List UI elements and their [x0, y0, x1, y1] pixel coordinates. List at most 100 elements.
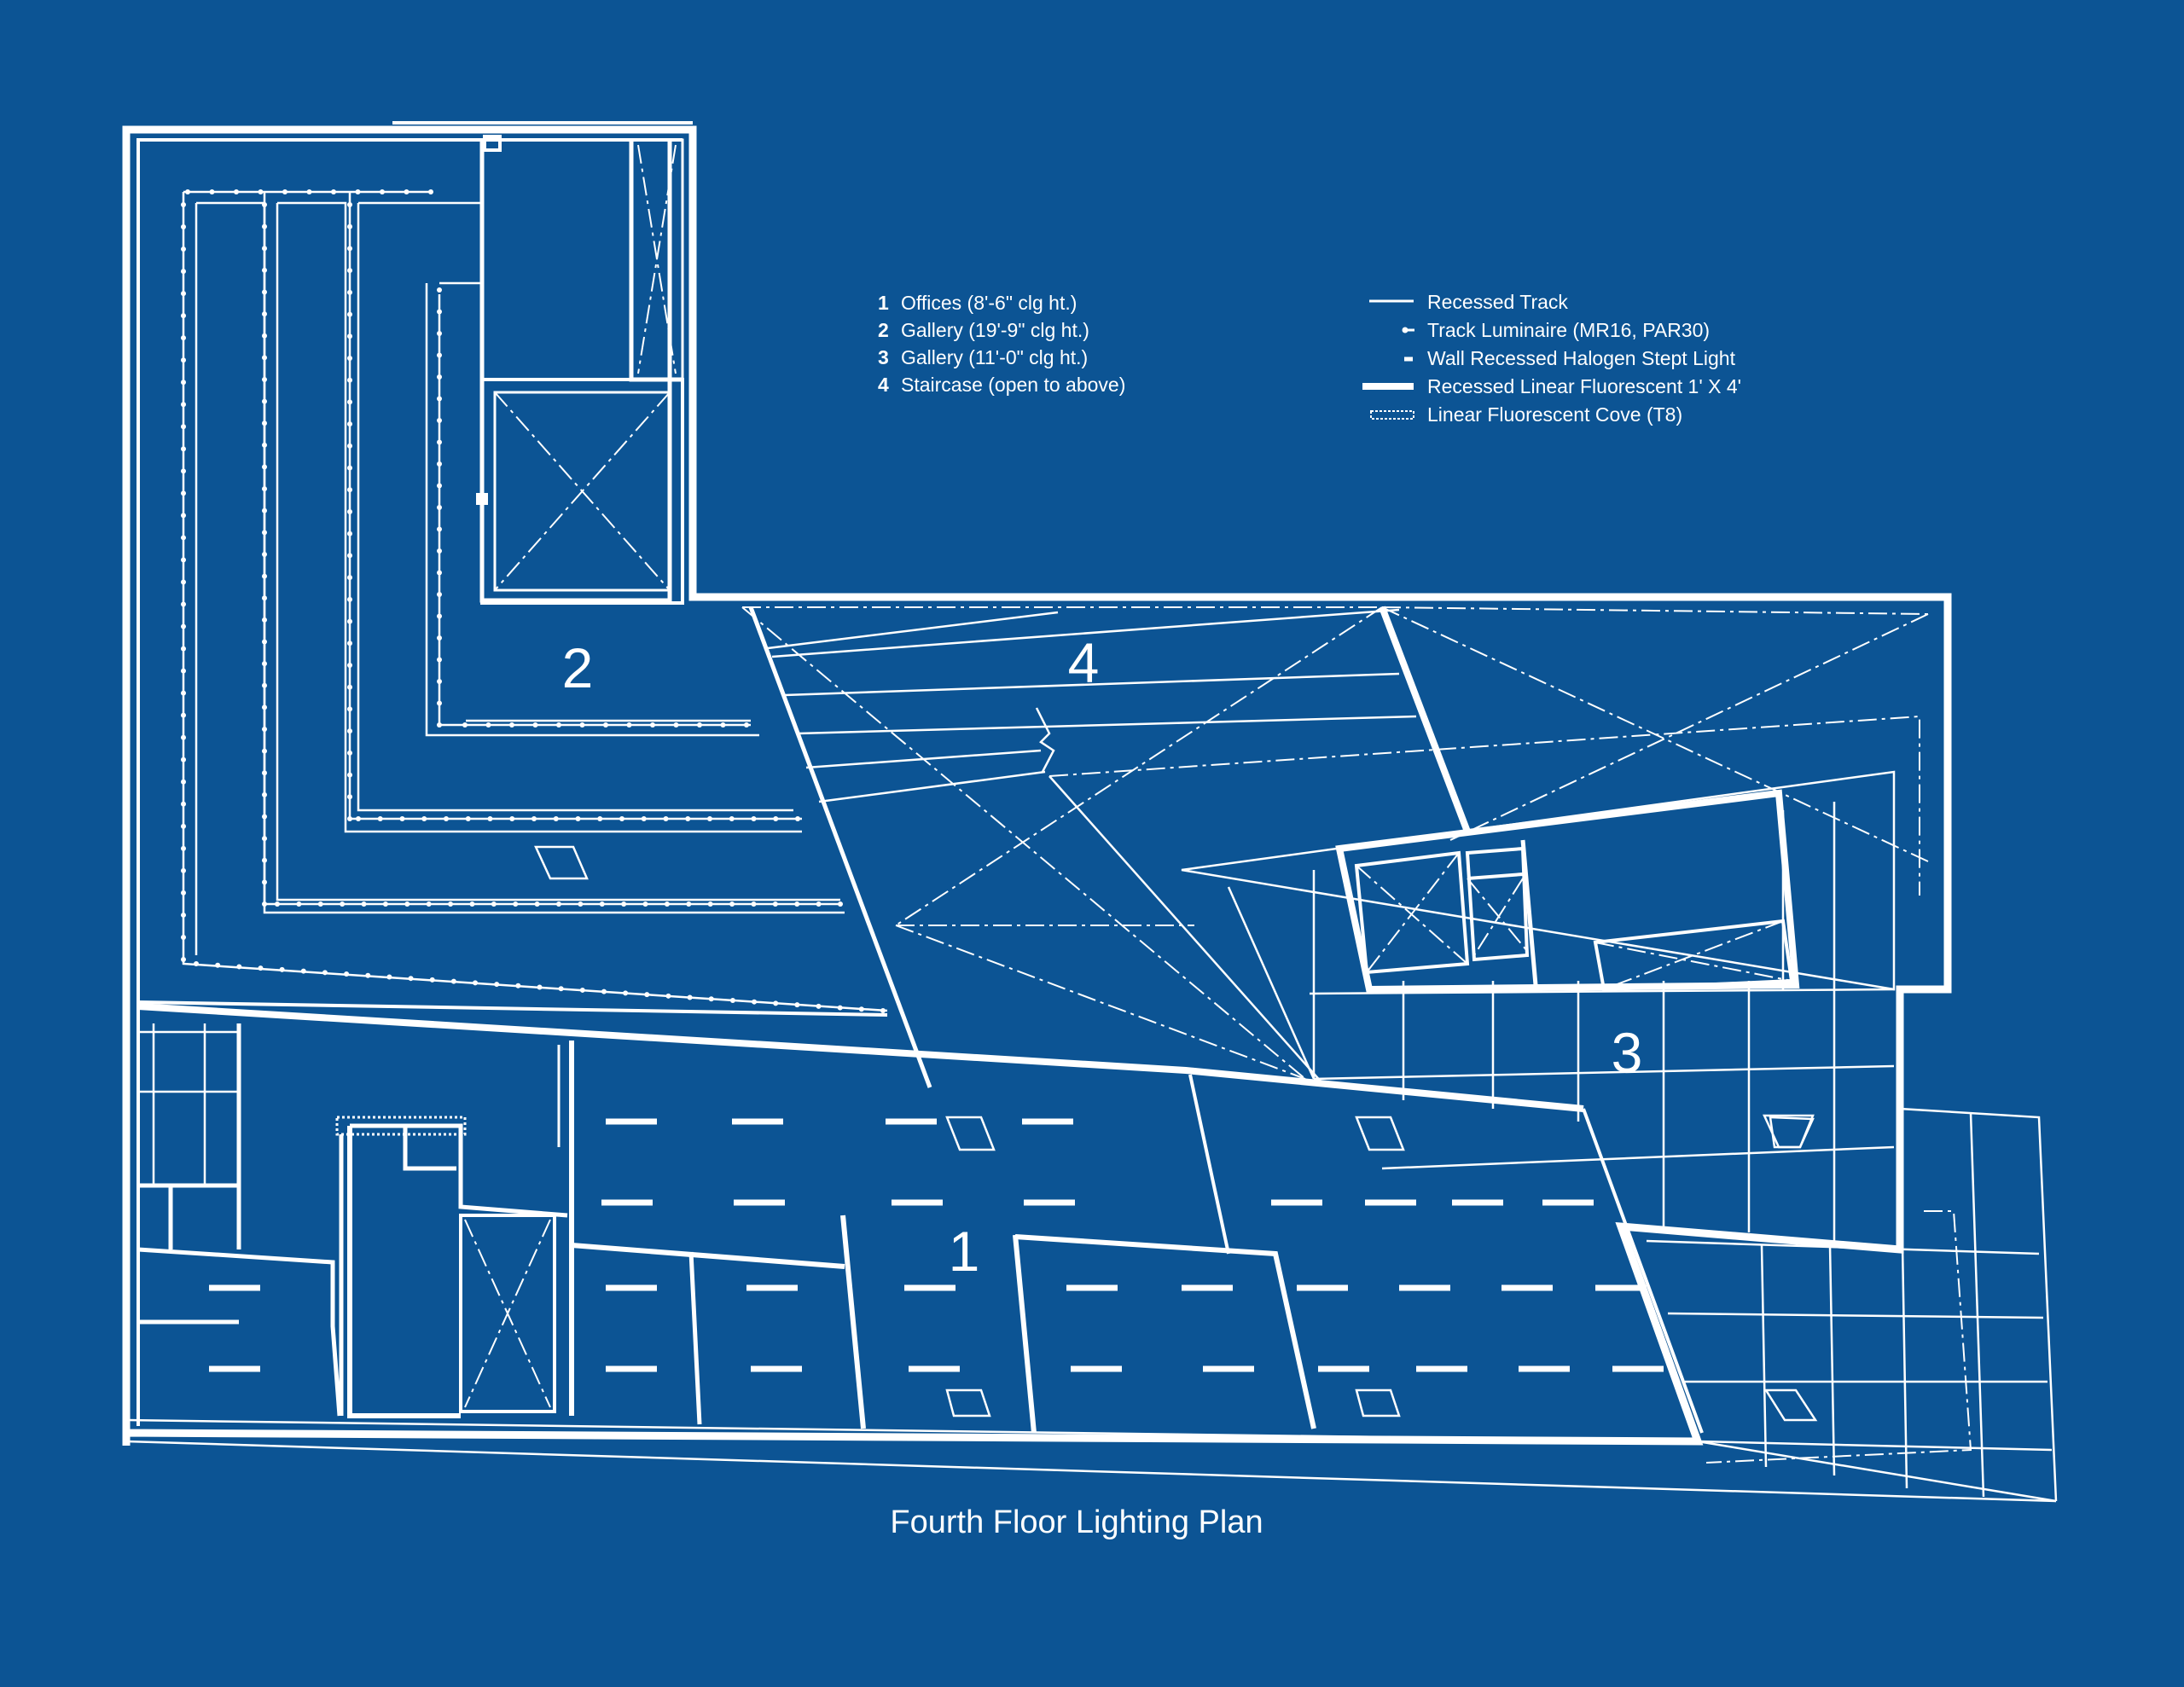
track-luminaire [181, 601, 186, 607]
track-luminaire [181, 934, 186, 940]
track-luminaire [181, 712, 186, 718]
track-luminaire [262, 552, 267, 557]
track-luminaire [194, 961, 199, 966]
symbol-legend-label-1: Recessed Track [1427, 291, 1568, 313]
track-luminaire [623, 990, 629, 996]
room-legend-label-2: Gallery (19'-9" clg ht.) [901, 319, 1089, 341]
track-luminaire [258, 189, 264, 194]
track-luminaire [181, 867, 186, 873]
track-luminaire [262, 333, 267, 339]
track-luminaire [426, 901, 432, 907]
track-luminaire [579, 722, 585, 728]
track-luminaire [537, 984, 543, 990]
track-luminaire [262, 879, 267, 885]
track-luminaire [485, 722, 491, 728]
track-luminaire [347, 596, 352, 602]
track-luminaire [347, 268, 352, 274]
track-luminaire [437, 374, 442, 380]
track-luminaire [597, 816, 603, 821]
track-luminaire [729, 816, 735, 821]
track-luminaire [347, 246, 352, 252]
track-luminaire [322, 970, 328, 976]
track-luminaire [181, 269, 186, 275]
track-luminaire [262, 901, 267, 907]
track-luminaire [262, 748, 267, 754]
track-luminaire [347, 728, 352, 734]
track-luminaire [578, 901, 584, 907]
track-luminaire [181, 535, 186, 541]
track-luminaire [729, 997, 735, 1003]
track-luminaire [347, 663, 352, 668]
track-luminaire [437, 722, 442, 728]
track-luminaire [377, 816, 383, 821]
track-luminaire [673, 722, 679, 728]
track-luminaire [181, 357, 186, 363]
track-luminaire [181, 313, 186, 319]
track-luminaire [794, 1002, 800, 1008]
track-luminaire [262, 507, 267, 513]
track-luminaire [181, 623, 186, 629]
track-luminaire [181, 424, 186, 430]
track-luminaire [347, 794, 352, 800]
track-luminaire [181, 779, 186, 785]
track-luminaire [262, 682, 267, 688]
track-luminaire [258, 965, 264, 971]
fluorescent-cove-symbol [1370, 410, 1414, 420]
track-luminaire [347, 443, 352, 449]
offices-1 [125, 1023, 2057, 1503]
track-luminaire [437, 570, 442, 576]
track-luminaire [556, 901, 561, 907]
track-luminaire-symbol [1402, 327, 1414, 333]
track-luminaire [356, 816, 361, 821]
track-luminaire [642, 901, 648, 907]
track-luminaire [361, 901, 367, 907]
track-luminaire [382, 901, 388, 907]
symbol-legend-label-3: Wall Recessed Halogen Stept Light [1427, 347, 1736, 369]
track-luminaire [279, 966, 285, 972]
track-luminaire [437, 439, 442, 445]
track-luminaire [437, 613, 442, 619]
room-label-1: 1 [949, 1220, 980, 1283]
track-luminaire [837, 1005, 843, 1011]
track-luminaire [751, 901, 757, 907]
track-luminaire [262, 704, 267, 710]
track-luminaire [650, 722, 655, 728]
track-luminaire [603, 722, 608, 728]
track-luminaire [558, 986, 564, 992]
track-luminaire [181, 690, 186, 696]
track-luminaire [262, 617, 267, 623]
track-luminaire [553, 816, 559, 821]
track-luminaire [262, 289, 267, 295]
track-luminaire [262, 530, 267, 536]
track-luminaire [181, 291, 186, 297]
room-legend-label-3: Gallery (11'-0" clg ht.) [901, 346, 1088, 368]
track-luminaire [296, 901, 302, 907]
track-luminaire [752, 999, 758, 1005]
track-luminaire [347, 465, 352, 471]
room-label-3: 3 [1612, 1021, 1643, 1084]
track-luminaire [262, 246, 267, 252]
staircase-4 [741, 606, 1929, 1084]
exterior-walls [122, 121, 1952, 1446]
track-luminaire [262, 486, 267, 492]
track-luminaire [306, 189, 312, 194]
track-luminaire [347, 530, 352, 536]
track-luminaire [209, 189, 215, 194]
track-luminaire [644, 992, 650, 998]
track-luminaire [534, 901, 540, 907]
room-legend-number-4: 4 [878, 374, 889, 396]
track-luminaire [344, 971, 350, 977]
track-luminaire [437, 352, 442, 358]
track-luminaire [437, 592, 442, 597]
track-luminaire [181, 468, 186, 474]
gallery-2-walls [137, 138, 1584, 1112]
track-luminaire [437, 635, 442, 641]
track-luminaire [772, 901, 778, 907]
track-luminaire [437, 461, 442, 467]
track-luminaire [720, 722, 726, 728]
room-label-2: 2 [562, 636, 594, 699]
track-luminaire [282, 189, 288, 194]
track-luminaire [347, 772, 352, 778]
track-luminaire [262, 573, 267, 579]
track-luminaire [621, 901, 627, 907]
